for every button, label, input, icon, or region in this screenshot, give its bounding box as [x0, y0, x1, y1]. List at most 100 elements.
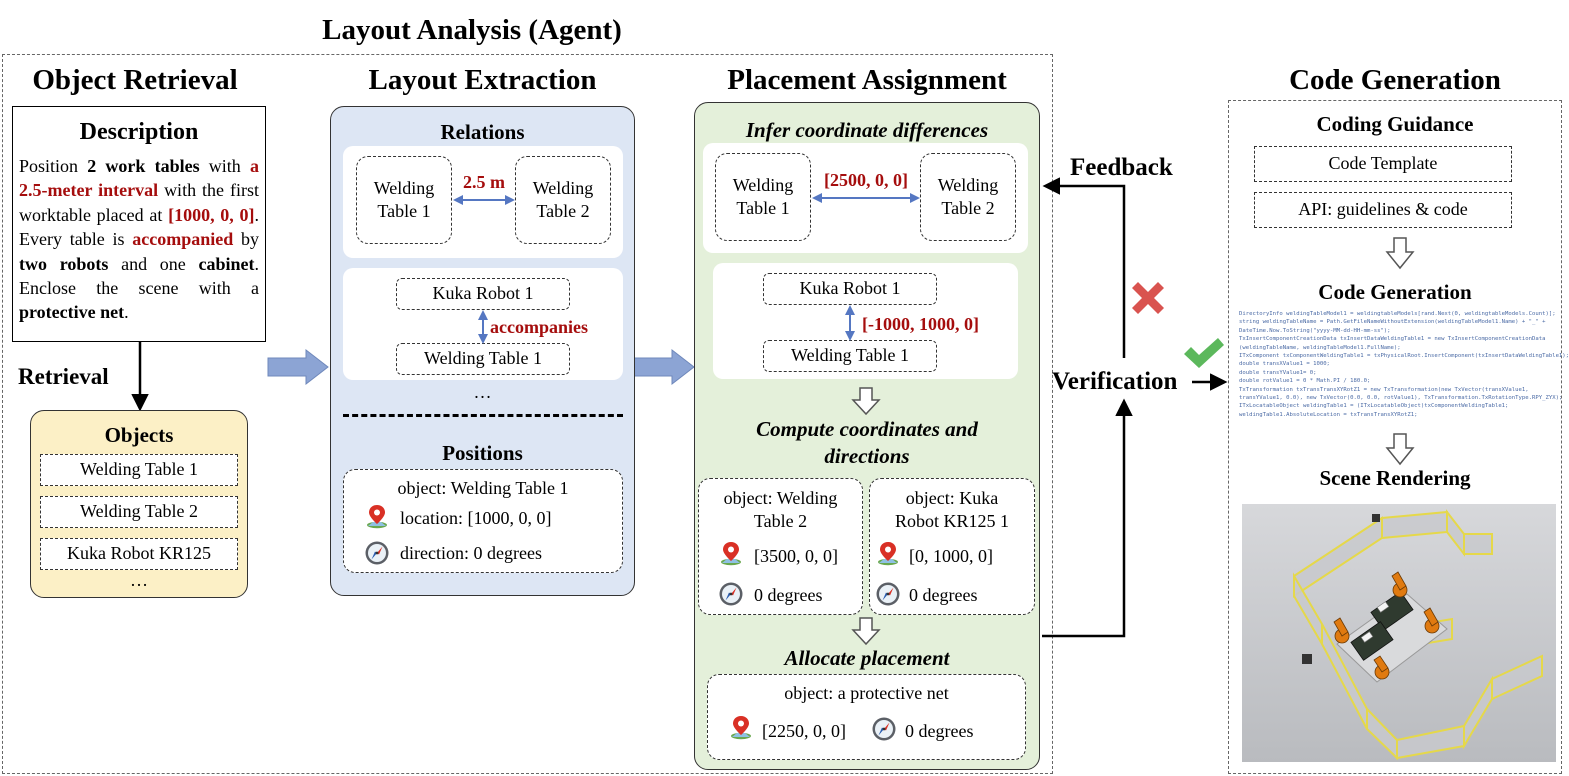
- code-line: transYValue1, 0.0), new TxVector(0.0, 0.…: [1239, 395, 1563, 402]
- objects-title: Objects: [104, 423, 174, 447]
- allocated-card: [707, 674, 1026, 760]
- feedback-label: Feedback: [1070, 154, 1173, 181]
- api-guidelines-box: API: guidelines & code: [1254, 192, 1512, 228]
- retrieval-label: Retrieval: [18, 364, 109, 389]
- code-generation-title: Code Generation: [1289, 64, 1501, 96]
- cross-icon: [1132, 282, 1164, 314]
- allocated-direction: 0 degrees: [905, 721, 974, 741]
- allocated-location: [2250, 0, 0]: [762, 721, 846, 741]
- description-segment: 2 work tables: [87, 156, 200, 176]
- retrieval-arrow: [131, 342, 149, 412]
- down-arrow-icon: [1385, 237, 1415, 270]
- code-line: ITxComponent txComponentWeldingTable1 = …: [1239, 353, 1569, 360]
- diff-arrow-2: [845, 305, 855, 341]
- relation-label-distance: 2.5 m: [463, 172, 505, 192]
- allocate-title: Allocate placement: [784, 646, 950, 670]
- list-item: Welding Table 1: [40, 454, 238, 486]
- position-direction: direction: 0 degrees: [400, 543, 542, 563]
- computed-direction: 0 degrees: [909, 585, 978, 605]
- node-label: Table 2: [536, 201, 590, 221]
- description-segment: [1000, 0, 0]: [168, 204, 255, 225]
- diff-node-welding-table: Welding Table 1: [763, 340, 937, 372]
- layout-analysis-frame: [2, 54, 1053, 774]
- relation-node-kuka-robot: Kuka Robot 1: [396, 278, 570, 310]
- list-item: Kuka Robot KR125: [40, 538, 238, 570]
- scene-rendering-title: Scene Rendering: [1319, 466, 1471, 490]
- computed-object-line: Table 2: [753, 511, 808, 531]
- map-pin-icon: [364, 503, 390, 529]
- node-label: Welding: [532, 178, 594, 198]
- description-text: Position 2 work tables with a 2.5-meter …: [19, 154, 259, 325]
- node-label: Table 1: [377, 201, 431, 221]
- section-divider: [343, 414, 623, 417]
- flow-arrow-1: [267, 348, 329, 386]
- code-line: (weldingTableName, weldingTableModel1.Fu…: [1239, 344, 1401, 351]
- map-pin-icon: [875, 540, 901, 566]
- flow-arrow-2: [633, 348, 695, 386]
- relation-node-welding-table: Welding Table 1: [396, 343, 570, 375]
- positions-title: Positions: [442, 441, 523, 465]
- description-box: Description Position 2 work tables with …: [12, 106, 266, 342]
- description-segment: and one: [108, 253, 199, 274]
- code-line: double transYValue1= 0;: [1239, 369, 1317, 376]
- code-generation-subtitle: Code Generation: [1318, 280, 1472, 304]
- code-template-box: Code Template: [1254, 146, 1512, 182]
- scene-rendering-image: [1242, 504, 1556, 762]
- allocated-object: object: a protective net: [784, 683, 949, 703]
- node-label: Welding: [373, 178, 435, 198]
- check-icon: [1184, 338, 1224, 368]
- relation-label-accompanies: accompanies: [490, 317, 588, 337]
- node-label: Table 1: [736, 198, 790, 218]
- page-title: Layout Analysis (Agent): [322, 14, 622, 46]
- description-segment: accompanied: [132, 229, 234, 250]
- computed-location: [0, 1000, 0]: [909, 546, 993, 566]
- compute-title: Compute coordinates and directions: [694, 416, 1040, 470]
- description-segment: Position: [19, 156, 88, 176]
- coding-guidance-title: Coding Guidance: [1316, 112, 1474, 136]
- description-segment: cabinet: [198, 253, 255, 274]
- description-segment: . Every table is: [19, 204, 259, 250]
- position-card: [343, 469, 623, 573]
- diff-node-welding-table-2: Welding Table 2: [920, 153, 1016, 241]
- description-segment: two robots: [19, 253, 109, 274]
- down-arrow-icon: [851, 617, 881, 646]
- description-segment: a 2.5-meter interval: [19, 156, 259, 201]
- description-segment: by: [233, 229, 260, 250]
- feedback-connectors: [1042, 177, 1228, 638]
- computed-object: object: Welding Table 2: [698, 487, 863, 533]
- diff-label-2: [-1000, 1000, 0]: [862, 314, 979, 334]
- description-title: Description: [79, 119, 199, 145]
- relation-arrow-2: [478, 310, 488, 344]
- computed-direction: 0 degrees: [754, 585, 823, 605]
- code-line: TxInsertComponentCreationData txInsertDa…: [1239, 336, 1546, 343]
- placement-title: Placement Assignment: [727, 64, 1007, 96]
- compute-title-line: directions: [824, 444, 910, 468]
- computed-object-line: object: Welding: [723, 488, 838, 508]
- relation-arrow-1: [453, 195, 515, 205]
- position-object: object: Welding Table 1: [397, 478, 569, 498]
- compute-title-line: Compute coordinates and: [756, 417, 978, 441]
- code-line: DateTime.Now.ToString("yyyy-MM-dd-HH-mm-…: [1239, 327, 1391, 334]
- description-segment: with the first worktable placed at: [19, 180, 259, 225]
- relations-more: …: [473, 382, 492, 402]
- down-arrow-icon: [851, 387, 881, 416]
- diff-node-welding-table-1: Welding Table 1: [715, 153, 811, 241]
- list-item: Welding Table 2: [40, 496, 238, 528]
- compass-icon: [871, 716, 897, 742]
- node-label: Table 2: [941, 198, 995, 218]
- compass-icon: [364, 540, 390, 566]
- layout-extraction-title: Layout Extraction: [368, 64, 597, 96]
- position-location: location: [1000, 0, 0]: [400, 508, 552, 528]
- object-retrieval-title: Object Retrieval: [32, 64, 238, 96]
- map-pin-icon: [718, 540, 744, 566]
- infer-title: Infer coordinate differences: [745, 118, 989, 142]
- description-segment: with: [199, 156, 250, 176]
- description-segment: protective net: [19, 302, 125, 323]
- node-label: Welding: [732, 175, 794, 195]
- code-line: ITxLocatableObject weldingTable1 = (ITxL…: [1239, 403, 1509, 410]
- down-arrow-icon: [1385, 433, 1415, 466]
- code-generation-frame: [1228, 100, 1562, 774]
- code-line: DirectoryInfo weldingTableModel1 = weldi…: [1239, 311, 1556, 317]
- diff-node-kuka-robot: Kuka Robot 1: [763, 273, 937, 305]
- computed-location: [3500, 0, 0]: [754, 546, 838, 566]
